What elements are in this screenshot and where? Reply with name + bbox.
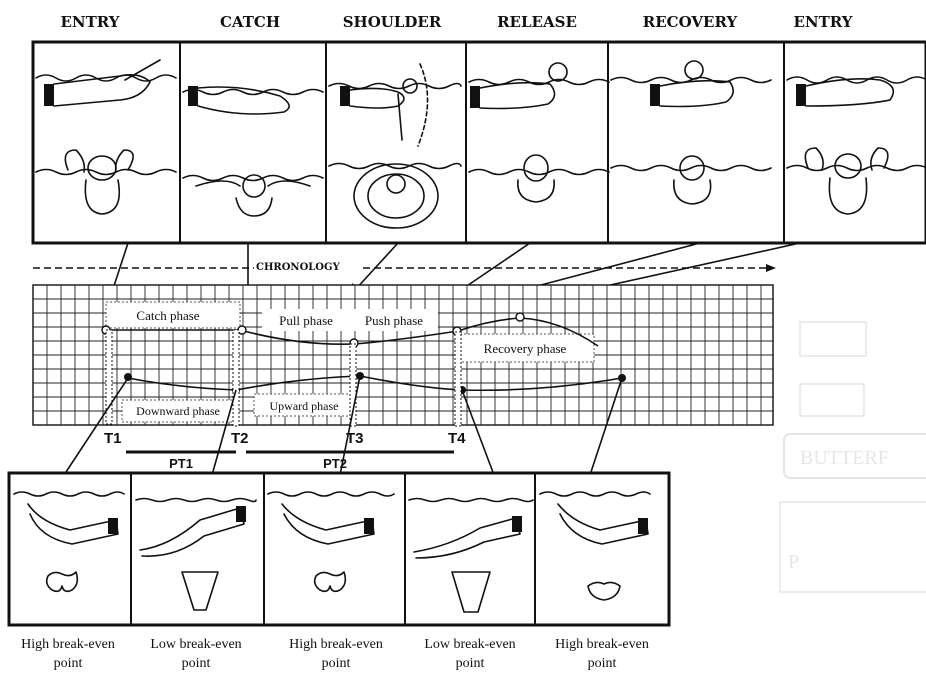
pull-phase-label: Pull phase bbox=[279, 313, 333, 328]
header-entry-repeat: ENTRY bbox=[793, 13, 852, 31]
period-brackets: PT1 PT2 bbox=[126, 452, 454, 471]
chronology-arrowhead bbox=[766, 264, 776, 272]
time-markers: T1 T2 T3 T4 bbox=[104, 430, 466, 447]
top-panel-row bbox=[33, 42, 926, 243]
caption-line1: Low break-even bbox=[150, 637, 241, 652]
caption-line1: Low break-even bbox=[424, 637, 515, 652]
catch-phase-label: Catch phase bbox=[136, 308, 199, 323]
chronology-label: CHRONOLOGY bbox=[256, 262, 341, 273]
header-catch: CATCH bbox=[220, 13, 280, 31]
chronology-timeline: CHRONOLOGY bbox=[33, 259, 776, 273]
header-recovery: RECOVERY bbox=[643, 13, 738, 31]
upward-phase-label: Upward phase bbox=[270, 399, 339, 413]
caption-line2: point bbox=[588, 656, 617, 671]
period-pt1: PT1 bbox=[169, 456, 193, 471]
header-shoulder: SHOULDER bbox=[343, 13, 442, 31]
stroke-phase-headers: ENTRY CATCH SHOULDER RELEASE RECOVERY EN… bbox=[60, 13, 852, 31]
caption-line1: High break-even bbox=[555, 637, 649, 652]
bottom-panel-row bbox=[9, 473, 669, 625]
caption-line2: point bbox=[456, 656, 485, 671]
caption-line1: High break-even bbox=[21, 637, 115, 652]
faded-side-letter: P bbox=[788, 551, 799, 573]
push-phase-label: Push phase bbox=[365, 313, 423, 328]
faded-side-fragment: BUTTERF P bbox=[780, 322, 926, 592]
caption-line2: point bbox=[322, 656, 351, 671]
caption-line2: point bbox=[182, 656, 211, 671]
faded-side-text: BUTTERF bbox=[800, 447, 889, 469]
caption-line1: High break-even bbox=[289, 637, 383, 652]
time-marker-t2: T2 bbox=[231, 430, 249, 447]
break-even-captions: High break-even point Low break-even poi… bbox=[21, 637, 649, 671]
downward-phase-label: Downward phase bbox=[136, 404, 220, 418]
top-panels-frame bbox=[33, 42, 926, 243]
recovery-phase-label: Recovery phase bbox=[484, 341, 567, 356]
time-marker-t1: T1 bbox=[104, 430, 122, 447]
header-entry: ENTRY bbox=[60, 13, 119, 31]
time-marker-t4: T4 bbox=[448, 430, 466, 447]
caption-line2: point bbox=[54, 656, 83, 671]
header-release: RELEASE bbox=[497, 13, 577, 31]
